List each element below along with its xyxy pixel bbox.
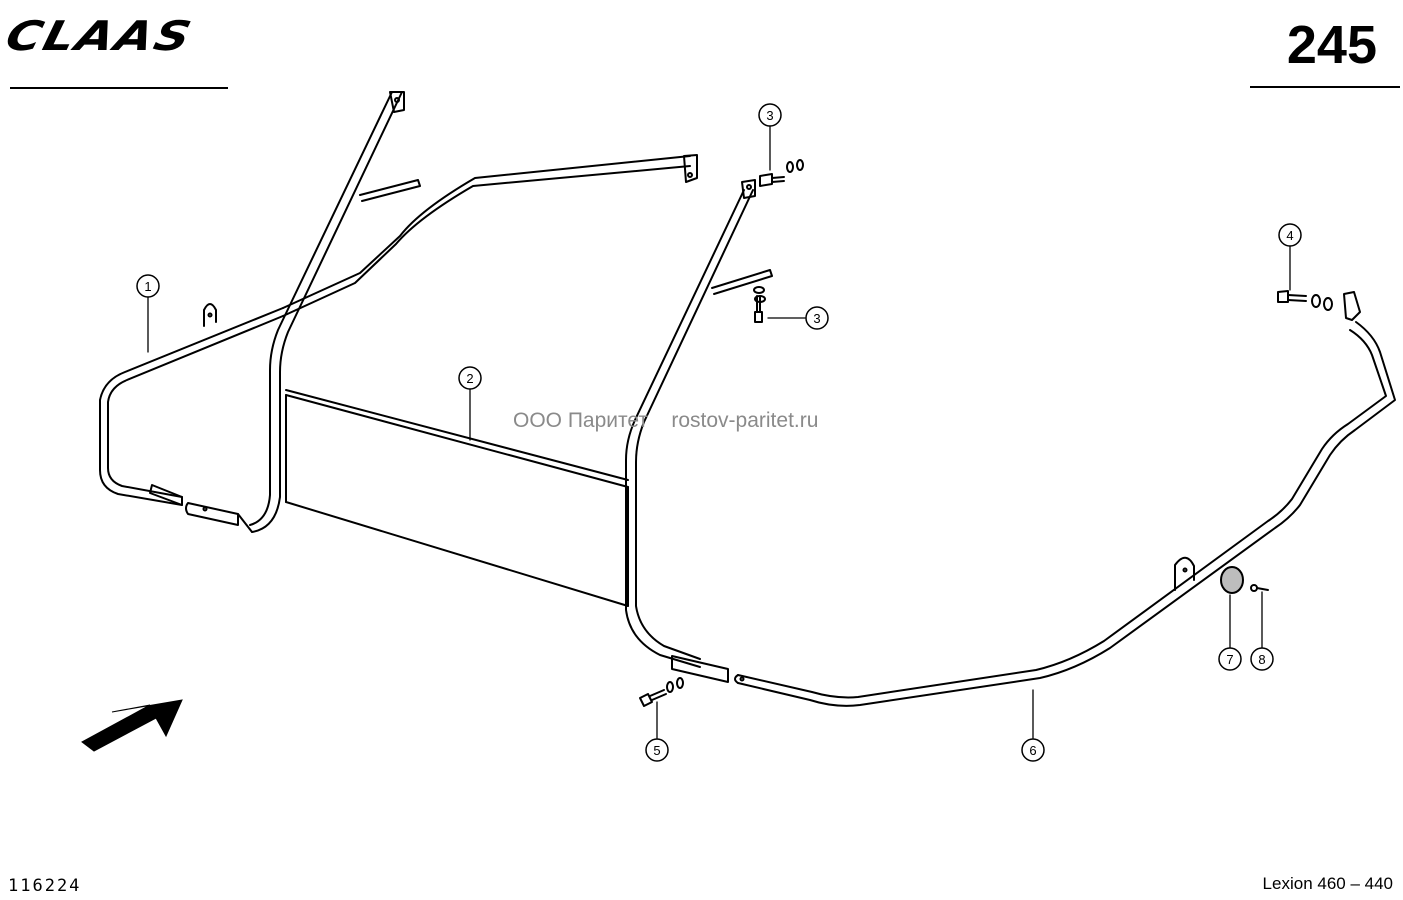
model-label: Lexion 460 – 440: [1262, 874, 1393, 893]
direction-arrow-icon: [81, 699, 183, 752]
page-number: 245: [1286, 15, 1377, 75]
callout-2: 2: [458, 366, 482, 390]
hardware-3a-bolt: [759, 159, 804, 187]
callout-3a: 3: [758, 103, 782, 127]
part-6-right-rail: [625, 179, 1396, 707]
callout-3b-label: 3: [813, 311, 820, 326]
header-rule-right: [1250, 86, 1400, 88]
callout-2-label: 2: [466, 371, 473, 386]
callout-8: 8: [1250, 647, 1274, 671]
hardware-4-bolt: [1277, 290, 1333, 311]
drawing-number: 116224: [8, 876, 82, 896]
callouts: 1 2 3 3 4 5 6: [136, 103, 1302, 762]
part-8-screw: [1250, 584, 1269, 592]
hardware-3b-bolt: [753, 286, 766, 323]
callout-3b: 3: [805, 306, 829, 330]
callout-5-label: 5: [653, 743, 660, 758]
callout-1-label: 1: [144, 279, 151, 294]
hardware-5-bolt: [639, 677, 684, 707]
part-1-left-rail: [99, 91, 698, 533]
callout-5: 5: [645, 738, 669, 762]
callout-4-label: 4: [1286, 228, 1293, 243]
watermark: ООО Паритет rostov-paritet.ru: [513, 409, 818, 433]
watermark-site: rostov-paritet.ru: [671, 409, 819, 432]
header-rule-left: [10, 87, 228, 89]
callout-8-label: 8: [1258, 652, 1265, 667]
part-2-panel: [285, 389, 629, 607]
callout-6: 6: [1021, 738, 1045, 762]
callout-4: 4: [1278, 223, 1302, 247]
part-7-reflector: [1220, 566, 1244, 594]
callout-1: 1: [136, 274, 160, 298]
callout-6-label: 6: [1029, 743, 1036, 758]
callout-7-label: 7: [1226, 652, 1233, 667]
leader-lines: [147, 125, 1291, 739]
callout-7: 7: [1218, 647, 1242, 671]
watermark-company: ООО Паритет: [513, 409, 649, 432]
callout-3a-label: 3: [766, 108, 773, 123]
